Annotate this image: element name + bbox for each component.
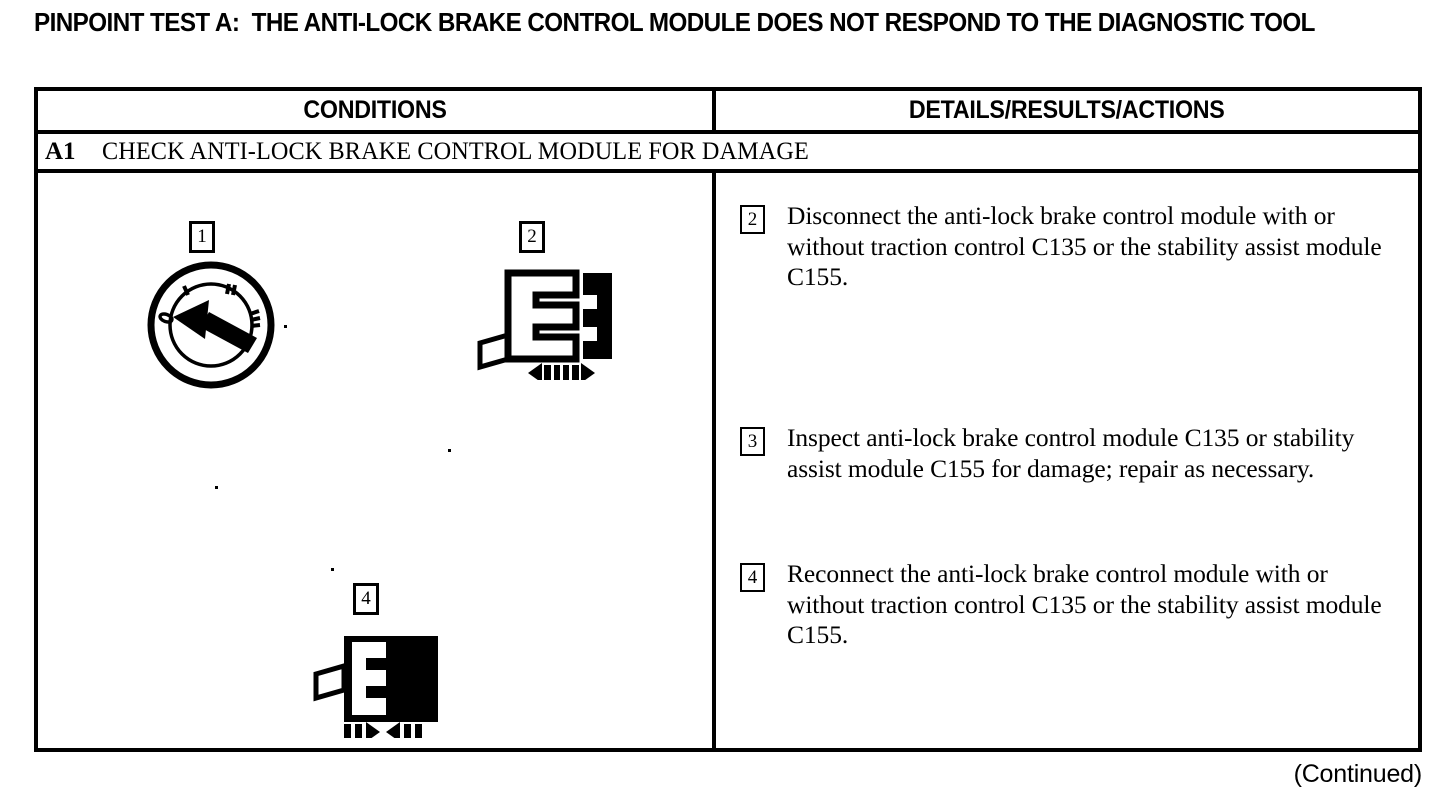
connector-disconnect-icon bbox=[462, 255, 612, 380]
page-title: PINPOINT TEST A: THE ANTI-LOCK BRAKE CON… bbox=[34, 9, 1315, 37]
step-number-badge-2: 2 bbox=[740, 205, 765, 234]
details-results-actions-cell: 2 Disconnect the anti-lock brake control… bbox=[716, 173, 1418, 748]
step-number-badge-4: 4 bbox=[740, 563, 765, 592]
table-body: 1 bbox=[38, 173, 1418, 748]
column-header-details: DETAILS/RESULTS/ACTIONS bbox=[716, 91, 1418, 130]
scan-speckle bbox=[448, 449, 451, 452]
scan-speckle bbox=[331, 568, 334, 571]
figure-label-2: 2 bbox=[519, 221, 545, 253]
ignition-switch-off-icon bbox=[147, 261, 275, 389]
step-text-3: Inspect anti-lock brake control module C… bbox=[787, 423, 1355, 483]
continued-note: (Continued) bbox=[1293, 760, 1423, 788]
scan-speckle bbox=[215, 486, 218, 489]
body-column-divider bbox=[712, 173, 716, 748]
conditions-cell: 1 bbox=[38, 173, 712, 748]
column-header-details-label: DETAILS/RESULTS/ACTIONS bbox=[909, 96, 1225, 124]
action-step-3: 3 Inspect anti-lock brake control module… bbox=[740, 423, 1406, 484]
table-header-row: CONDITIONS DETAILS/RESULTS/ACTIONS bbox=[38, 91, 1418, 134]
action-step-4: 4 Reconnect the anti-lock brake control … bbox=[740, 559, 1406, 651]
connector-reconnect-icon bbox=[302, 618, 442, 738]
figure-label-1: 1 bbox=[189, 221, 215, 253]
header-column-divider bbox=[712, 91, 716, 134]
column-header-conditions: CONDITIONS bbox=[38, 91, 712, 130]
step-number-badge-3: 3 bbox=[740, 427, 765, 456]
scan-speckle bbox=[284, 325, 287, 328]
test-step-title: CHECK ANTI-LOCK BRAKE CONTROL MODULE FOR… bbox=[101, 137, 809, 165]
test-step-code: A1 bbox=[45, 137, 76, 165]
test-step-banner-a1: A1 CHECK ANTI-LOCK BRAKE CONTROL MODULE … bbox=[38, 134, 1418, 173]
step-text-2: Disconnect the anti-lock brake control m… bbox=[787, 201, 1382, 291]
column-header-conditions-label: CONDITIONS bbox=[303, 96, 447, 124]
pinpoint-test-table: CONDITIONS DETAILS/RESULTS/ACTIONS A1 CH… bbox=[34, 87, 1422, 752]
step-text-4: Reconnect the anti-lock brake control mo… bbox=[787, 559, 1382, 649]
action-step-2: 2 Disconnect the anti-lock brake control… bbox=[740, 201, 1406, 293]
figure-label-4: 4 bbox=[353, 583, 379, 615]
